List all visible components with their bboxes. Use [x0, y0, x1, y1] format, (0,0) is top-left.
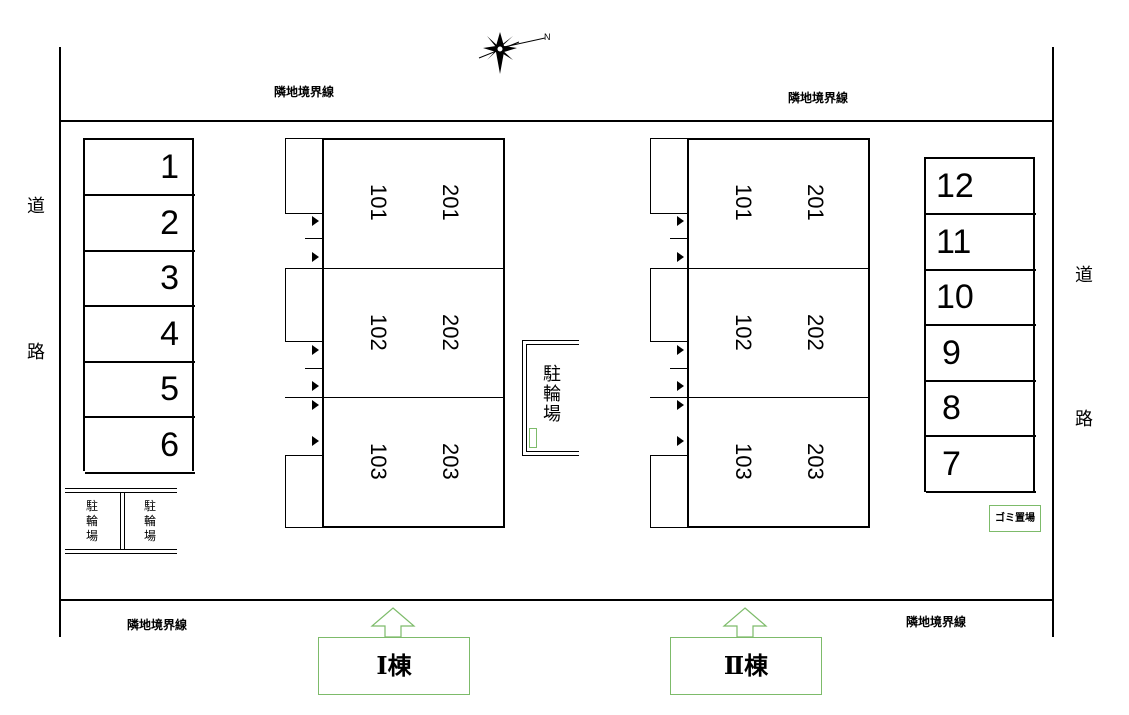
boundary-label-bottom-right: 隣地境界線 [906, 615, 967, 629]
room-102: 102 [731, 314, 756, 351]
parking-space-11: 11 [926, 215, 1036, 271]
room-103: 103 [731, 443, 756, 480]
compass-north-label: N [544, 32, 551, 42]
room-203: 203 [438, 443, 463, 480]
room-103: 103 [366, 443, 391, 480]
entrance-arrow-icon [677, 345, 684, 355]
parking-number: 4 [160, 315, 179, 353]
room-202: 202 [803, 314, 828, 351]
entrance-arrow-icon [312, 216, 319, 226]
parking-number: 1 [160, 148, 179, 186]
bike-parking-bay-2-label: 駐輪場 [143, 499, 156, 543]
room-202: 202 [438, 314, 463, 351]
entrance-arrow-icon [312, 252, 319, 262]
road-right-char-2: 路 [1075, 409, 1093, 430]
parking-number: 8 [942, 389, 961, 427]
parking-number: 11 [936, 223, 972, 261]
parking-space-4: 4 [85, 307, 195, 363]
building-1-label: Ⅰ棟 [318, 637, 470, 695]
entrance-arrow-icon [677, 381, 684, 391]
parking-number: 7 [942, 445, 961, 483]
bike-parking-center-label: 駐輪場 [543, 364, 561, 425]
parking-space-3: 3 [85, 251, 195, 307]
road-left-char-2: 路 [27, 342, 45, 363]
bike-parking-left: 駐輪場 駐輪場 [65, 488, 177, 554]
parking-space-12: 12 [926, 159, 1036, 215]
site-left-edge [59, 47, 61, 637]
parking-number: 6 [160, 426, 179, 464]
road-right-char-1: 道 [1075, 265, 1093, 286]
room-201: 201 [803, 184, 828, 221]
building-1: 101 201 102 202 103 203 [285, 138, 505, 528]
site-top-boundary [59, 120, 1054, 122]
parking-number: 2 [160, 204, 179, 242]
entrance-arrow-icon [312, 436, 319, 446]
boundary-label-top-right: 隣地境界線 [788, 91, 849, 105]
entrance-arrow-icon [677, 400, 684, 410]
entrance-arrow-icon [312, 381, 319, 391]
parking-space-2: 2 [85, 196, 195, 252]
boundary-label-top-left: 隣地境界線 [274, 85, 335, 99]
bike-parking-center: 駐輪場 [522, 340, 579, 456]
entrance-arrow-icon [312, 400, 319, 410]
arrow-up-icon [722, 607, 768, 638]
entrance-arrow-icon [677, 252, 684, 262]
building-2: 101 201 102 202 103 203 [650, 138, 870, 528]
entrance-arrow-icon [677, 436, 684, 446]
site-right-edge [1052, 47, 1054, 637]
building-2-body [687, 138, 870, 528]
parking-number: 3 [160, 259, 179, 297]
road-left-char-1: 道 [27, 196, 45, 217]
parking-block-right: 12 11 10 9 8 7 [924, 157, 1036, 493]
parking-block-left: 1 2 3 4 5 6 [83, 138, 195, 474]
bike-parking-bay-1-label: 駐輪場 [85, 499, 98, 543]
parking-space-10: 10 [926, 270, 1036, 326]
parking-number: 5 [160, 370, 179, 408]
arrow-up-icon [370, 607, 416, 638]
room-101: 101 [731, 184, 756, 221]
compass-icon: N [478, 32, 551, 74]
parking-space-8: 8 [926, 381, 1036, 437]
entrance-arrow-icon [312, 345, 319, 355]
room-201: 201 [438, 184, 463, 221]
garbage-station: ゴミ置場 [989, 505, 1041, 532]
parking-number: 10 [936, 278, 974, 316]
entrance-arrow-icon [677, 216, 684, 226]
parking-space-1: 1 [85, 140, 195, 196]
parking-space-9: 9 [926, 326, 1036, 382]
boundary-label-bottom-left: 隣地境界線 [127, 618, 188, 632]
parking-space-5: 5 [85, 362, 195, 418]
room-101: 101 [366, 184, 391, 221]
parking-number: 9 [942, 334, 961, 372]
parking-number: 12 [936, 167, 974, 205]
room-102: 102 [366, 314, 391, 351]
site-bottom-boundary [59, 599, 1054, 601]
room-203: 203 [803, 443, 828, 480]
parking-space-7: 7 [926, 437, 1036, 493]
parking-space-6: 6 [85, 418, 195, 474]
building-1-body [322, 138, 505, 528]
building-2-label: Ⅱ棟 [670, 637, 822, 695]
